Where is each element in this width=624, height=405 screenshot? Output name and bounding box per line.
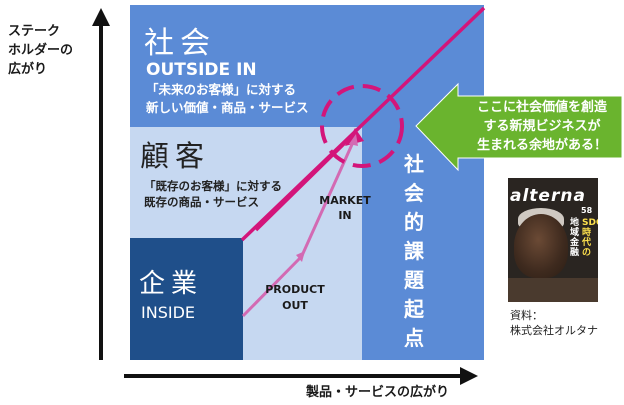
magazine-issue-number: 58	[581, 206, 593, 215]
company-region	[130, 238, 243, 360]
opportunity-dashed-circle	[320, 84, 404, 168]
outside-in-diagonal-line	[240, 6, 486, 242]
society-title: 社会	[144, 26, 216, 61]
customer-description: 「既存のお客様」に対する 既存の商品・サービス	[144, 179, 282, 209]
inside-label: INSIDE	[141, 303, 195, 322]
callout-text: ここに社会価値を創造 する新規ビジネスが 生まれる余地がある！	[476, 100, 607, 153]
outside-in-label: OUTSIDE IN	[146, 60, 257, 80]
callout-arrow-shape	[415, 82, 623, 172]
market-in-arrowhead	[349, 134, 358, 146]
social-issue-origin-label: 社会的課題起点	[404, 152, 424, 350]
magazine-cover-image: alterna 58 地域金融 SDGs時代の	[508, 178, 598, 302]
y-axis-arrowhead	[92, 8, 110, 26]
magazine-bottom-band	[508, 278, 598, 302]
product-out-arrow	[241, 254, 304, 318]
x-axis-arrowhead	[460, 367, 478, 385]
product-out-label: PRODUCT OUT	[265, 283, 325, 312]
magazine-portrait	[514, 214, 568, 278]
market-in-label: MARKET IN	[319, 194, 371, 222]
magazine-headline-white: 地域金融	[570, 218, 580, 258]
customer-title: 顧客	[140, 139, 211, 173]
magazine-title: alterna	[510, 186, 586, 206]
y-axis-label: ステーク ホルダーの 広がり	[8, 24, 74, 77]
magazine-headline-yellow: SDGs時代の	[582, 218, 598, 258]
source-label: 資料： 株式会社オルタナ	[510, 309, 598, 337]
outside-in-arrow-shaft	[254, 130, 358, 232]
x-axis-label: 製品・サービスの広がり	[306, 385, 450, 400]
company-title: 企業	[139, 269, 204, 299]
society-description: 「未来のお客様」に対する 新しい価値・商品・サービス	[146, 82, 309, 115]
